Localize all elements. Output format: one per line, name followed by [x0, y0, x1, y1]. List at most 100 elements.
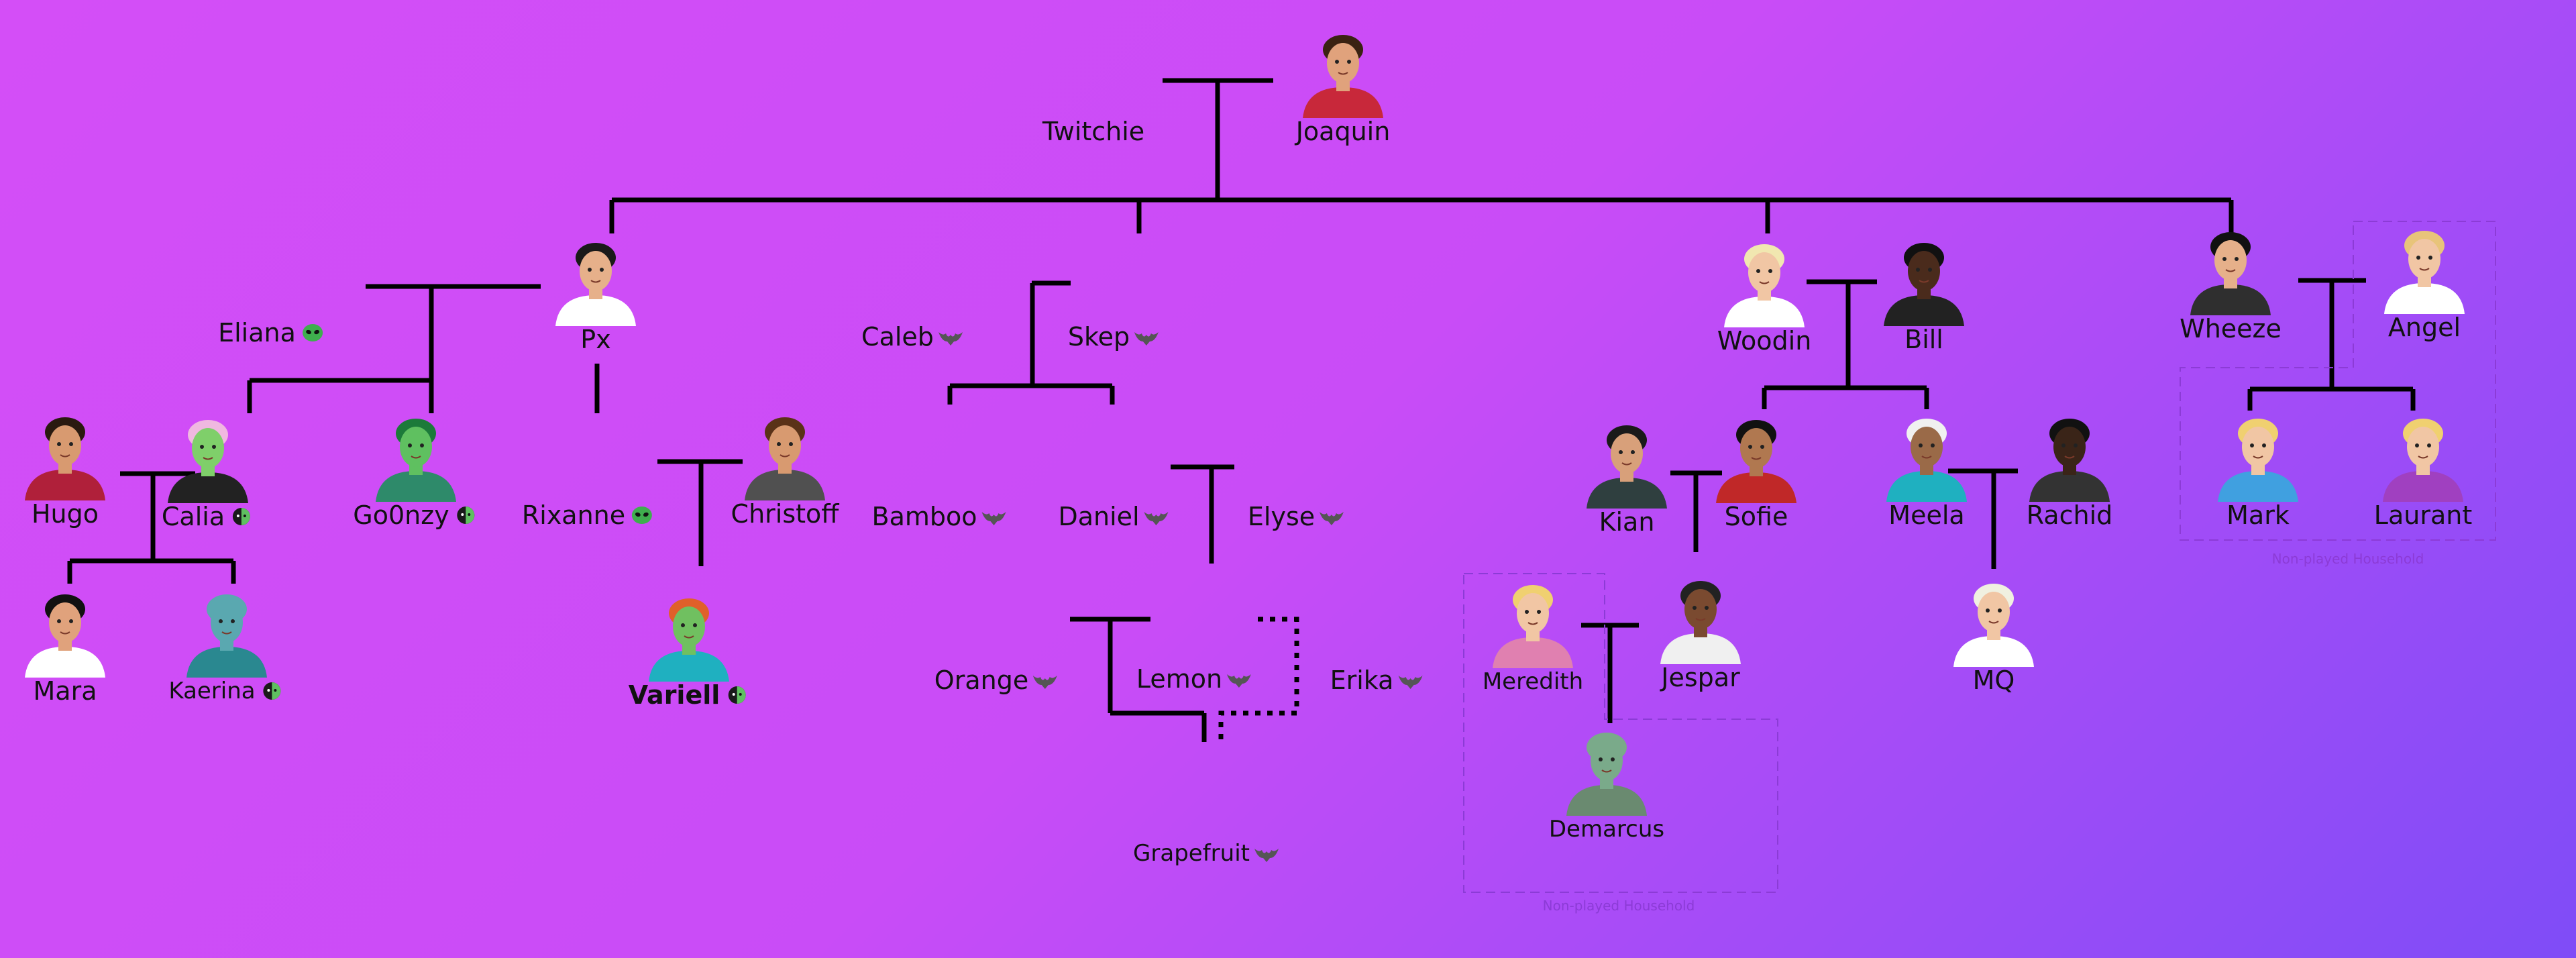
person-name: Daniel	[1058, 502, 1140, 531]
meela-portrait	[1886, 419, 1967, 502]
calia-portrait	[168, 420, 248, 503]
person-name: Sofie	[1724, 502, 1788, 531]
household-right-label: Non-played Household	[2271, 551, 2424, 567]
person-name: Kaerina	[168, 678, 256, 704]
person-skep: Skep	[1068, 322, 1159, 352]
person-name: Grapefruit	[1133, 840, 1250, 867]
person-mq: MQ	[1973, 666, 2015, 695]
mara-portrait	[25, 594, 105, 678]
person-name: Mara	[33, 676, 97, 706]
person-name: Demarcus	[1548, 816, 1665, 843]
household-bottom-label: Non-played Household	[1542, 898, 1695, 914]
person-meredith: Meredith	[1483, 668, 1583, 695]
person-daniel: Daniel	[1058, 502, 1169, 531]
alien-icon	[302, 324, 323, 341]
hybrid-icon	[728, 686, 746, 704]
person-name: Angel	[2387, 313, 2461, 342]
person-name: Laurant	[2373, 500, 2473, 530]
hybrid-icon	[233, 508, 251, 525]
hugo-portrait	[25, 417, 105, 500]
person-caleb: Caleb	[861, 322, 963, 352]
person-name: Bill	[1904, 325, 1943, 354]
bat-icon	[938, 332, 963, 345]
bat-icon	[981, 512, 1006, 525]
person-variell: Variell	[629, 680, 750, 710]
person-name: Eliana	[218, 318, 296, 348]
person-name: Christoff	[731, 499, 839, 529]
bat-icon	[1134, 332, 1159, 345]
hybrid-icon	[263, 682, 281, 700]
person-name: Variell	[628, 680, 720, 710]
bat-icon	[1398, 676, 1423, 689]
person-kaerina: Kaerina	[168, 678, 284, 704]
person-laurant: Laurant	[2374, 500, 2472, 530]
person-name: Go0nzy	[353, 500, 449, 530]
person-eliana: Eliana	[218, 318, 325, 348]
bat-icon	[1144, 512, 1169, 525]
bat-icon	[1227, 674, 1252, 688]
bill-portrait	[1884, 243, 1964, 326]
meredith-portrait	[1493, 585, 1573, 668]
person-angel: Angel	[2388, 313, 2461, 342]
person-bamboo: Bamboo	[872, 502, 1007, 531]
person-name: Meredith	[1482, 668, 1584, 695]
person-kian: Kian	[1599, 507, 1655, 537]
person-name: Caleb	[861, 322, 934, 352]
person-jespar: Jespar	[1661, 663, 1739, 692]
person-lemon: Lemon	[1136, 664, 1252, 694]
person-woodin: Woodin	[1717, 326, 1812, 356]
person-mark: Mark	[2226, 500, 2290, 530]
person-name: Woodin	[1717, 326, 1812, 356]
person-sofie: Sofie	[1725, 502, 1788, 531]
person-name: Rixanne	[521, 500, 626, 530]
person-orange: Orange	[934, 666, 1058, 695]
person-name: Twitchie	[1042, 117, 1145, 146]
person-name: Kian	[1599, 507, 1655, 537]
person-christoff: Christoff	[731, 499, 839, 529]
rachid-portrait	[2029, 419, 2110, 502]
person-name: Skep	[1067, 322, 1130, 352]
person-name: Calia	[161, 502, 225, 531]
person-name: Rachid	[2026, 500, 2113, 530]
person-px: Px	[580, 325, 610, 354]
jespar-portrait	[1660, 581, 1741, 664]
person-name: Lemon	[1136, 664, 1223, 694]
kaerina-portrait	[186, 594, 267, 678]
household-bottom-border	[1463, 573, 1778, 893]
mark-portrait	[2218, 419, 2298, 502]
person-name: MQ	[1972, 666, 2015, 695]
person-name: Bamboo	[871, 502, 977, 531]
person-name: Meela	[1888, 500, 1965, 530]
laurant-portrait	[2383, 419, 2463, 502]
mq-portrait	[1953, 584, 2034, 667]
person-joaquin: Joaquin	[1296, 117, 1391, 146]
demarcus-portrait	[1566, 733, 1647, 816]
bat-icon	[1320, 512, 1344, 525]
person-name: Erika	[1330, 666, 1394, 695]
person-name: Joaquin	[1295, 117, 1391, 146]
person-twitchie: Twitchie	[1042, 117, 1144, 146]
variell-portrait	[649, 598, 729, 682]
go0nzy-portrait	[376, 419, 456, 502]
person-calia: Calia	[162, 502, 254, 531]
person-rachid: Rachid	[2027, 500, 2113, 530]
person-meela: Meela	[1888, 500, 1964, 530]
person-name: Wheeze	[2180, 314, 2282, 343]
christoff-portrait	[745, 417, 825, 500]
person-hugo: Hugo	[32, 499, 99, 529]
hybrid-icon	[457, 507, 475, 524]
kian-portrait	[1587, 425, 1667, 509]
alien-icon	[632, 507, 653, 524]
person-wheeze: Wheeze	[2180, 314, 2282, 343]
person-name: Hugo	[31, 499, 99, 529]
person-name: Jespar	[1661, 663, 1740, 692]
sofie-portrait	[1716, 420, 1796, 503]
person-erika: Erika	[1330, 666, 1424, 695]
angel-portrait	[2384, 231, 2465, 314]
person-name: Elyse	[1247, 502, 1316, 531]
person-bill: Bill	[1904, 325, 1943, 354]
person-name: Orange	[934, 666, 1029, 695]
person-rixanne: Rixanne	[522, 500, 655, 530]
wheeze-portrait	[2190, 232, 2271, 315]
